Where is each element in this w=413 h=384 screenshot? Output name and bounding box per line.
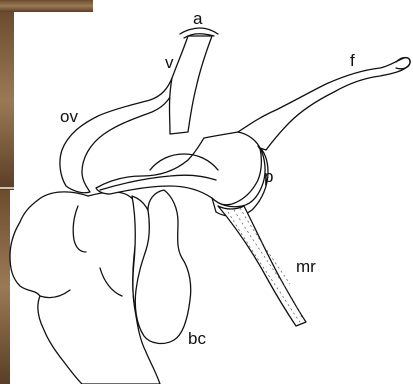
label-mr: mr (296, 257, 316, 276)
label-ov: ov (60, 107, 78, 126)
label-p: p (264, 167, 273, 186)
label-f: f (350, 51, 355, 70)
label-v: v (165, 53, 174, 72)
label-bc: bc (188, 329, 206, 348)
label-a: a (193, 9, 203, 28)
